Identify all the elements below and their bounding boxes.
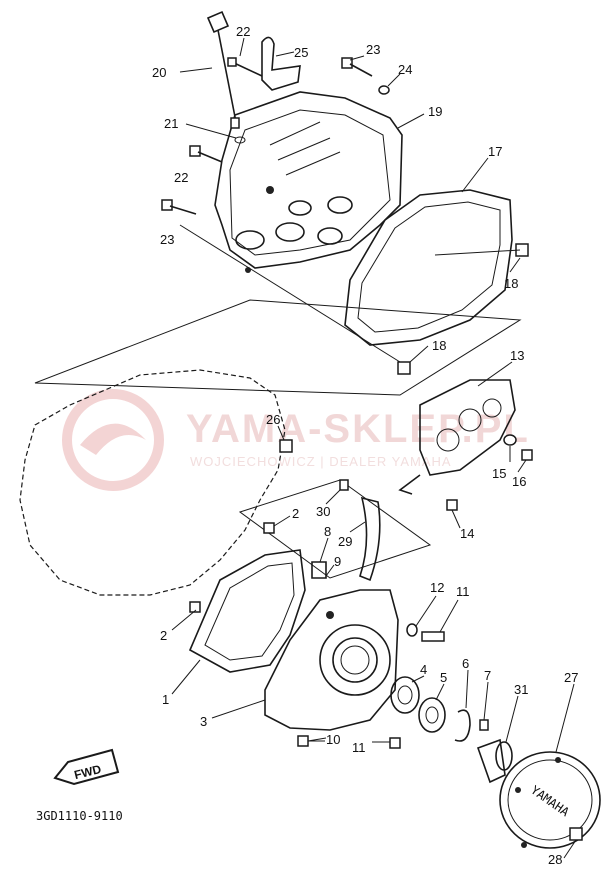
callout-labels: 20 22 25 23 24 21 19 17 22 23 18 18 13 2… bbox=[152, 24, 578, 867]
oil-seal bbox=[418, 697, 446, 733]
fwd-label: FWD bbox=[73, 762, 103, 782]
callout-28: 28 bbox=[548, 852, 562, 867]
bolt-11a bbox=[421, 631, 445, 642]
callout-22b: 22 bbox=[174, 170, 188, 185]
watermark-logo-icon bbox=[62, 389, 164, 491]
watermark-title: YAMA-SKLEP.PL bbox=[186, 407, 530, 451]
watermark: YAMA-SKLEP.PL WOJCIECHOWICZ | DEALER YAM… bbox=[62, 389, 530, 491]
grommet bbox=[503, 434, 517, 446]
callout-24: 24 bbox=[398, 62, 412, 77]
dowel-pin bbox=[397, 361, 411, 375]
callout-17: 17 bbox=[488, 144, 502, 159]
crankcase-cover bbox=[264, 589, 399, 731]
callout-7: 7 bbox=[484, 668, 491, 683]
callout-6: 6 bbox=[462, 656, 469, 671]
callout-19: 19 bbox=[428, 104, 442, 119]
callout-14: 14 bbox=[460, 526, 474, 541]
callout-25: 25 bbox=[294, 45, 308, 60]
callout-5: 5 bbox=[440, 670, 447, 685]
pin bbox=[479, 719, 489, 731]
dowel-2 bbox=[263, 522, 275, 534]
side-bolts bbox=[161, 145, 223, 215]
filler-plug bbox=[311, 561, 327, 579]
callout-11a: 11 bbox=[456, 584, 470, 599]
screw bbox=[521, 449, 533, 461]
callout-26: 26 bbox=[266, 412, 280, 427]
callout-2b: 2 bbox=[160, 628, 167, 643]
callout-3: 3 bbox=[200, 714, 207, 729]
callout-20: 20 bbox=[152, 65, 166, 80]
round-cover: YAMAHA bbox=[499, 751, 601, 849]
bolt bbox=[446, 499, 458, 511]
bolt-30 bbox=[339, 479, 349, 491]
o-ring bbox=[234, 136, 246, 144]
callout-8: 8 bbox=[324, 524, 331, 539]
projection-lines bbox=[34, 224, 522, 579]
callout-23b: 23 bbox=[160, 232, 174, 247]
dowel-2b bbox=[189, 601, 201, 613]
callout-30: 30 bbox=[316, 504, 330, 519]
callout-22: 22 bbox=[236, 24, 250, 39]
crankcase-outline bbox=[19, 369, 286, 596]
callout-15: 15 bbox=[492, 466, 506, 481]
oil-dipstick bbox=[206, 10, 240, 129]
bolt-11b bbox=[389, 737, 401, 749]
bracket bbox=[227, 36, 301, 91]
top-bolt bbox=[341, 57, 390, 95]
callout-10: 10 bbox=[326, 732, 340, 747]
callout-2a: 2 bbox=[292, 506, 299, 521]
callout-12: 12 bbox=[430, 580, 444, 595]
diagram-code: 3GD1110-9110 bbox=[36, 809, 123, 823]
cover-lettering: YAMAHA bbox=[528, 783, 572, 820]
shift-cover-plate bbox=[398, 379, 516, 495]
callout-16: 16 bbox=[512, 474, 526, 489]
callout-11b: 11 bbox=[352, 740, 366, 755]
callout-18b: 18 bbox=[432, 338, 446, 353]
callout-23: 23 bbox=[366, 42, 380, 57]
bolt-10 bbox=[297, 735, 309, 747]
clutch-cover bbox=[214, 91, 403, 273]
watermark-subtitle: WOJCIECHOWICZ | DEALER YAMAHA bbox=[190, 454, 452, 469]
bolt-26 bbox=[279, 439, 293, 453]
watermark-logo-swoosh bbox=[80, 423, 146, 455]
circlip bbox=[454, 709, 471, 742]
washer-12 bbox=[406, 623, 418, 637]
callout-31: 31 bbox=[514, 682, 528, 697]
bolt-28 bbox=[569, 827, 583, 841]
pump-shaft bbox=[476, 738, 513, 784]
callout-1: 1 bbox=[162, 692, 169, 707]
callout-29: 29 bbox=[338, 534, 352, 549]
lever-arm bbox=[359, 496, 381, 582]
callout-18a: 18 bbox=[504, 276, 518, 291]
callout-9: 9 bbox=[334, 554, 341, 569]
callout-13: 13 bbox=[510, 348, 524, 363]
callout-21: 21 bbox=[164, 116, 178, 131]
leader-lines bbox=[171, 37, 577, 859]
fwd-arrow-icon: FWD bbox=[53, 748, 120, 786]
cover-gasket bbox=[344, 189, 513, 346]
crankcase-cover-gasket bbox=[188, 549, 306, 673]
callout-27: 27 bbox=[564, 670, 578, 685]
callout-4: 4 bbox=[420, 662, 427, 677]
bearing bbox=[390, 676, 420, 714]
